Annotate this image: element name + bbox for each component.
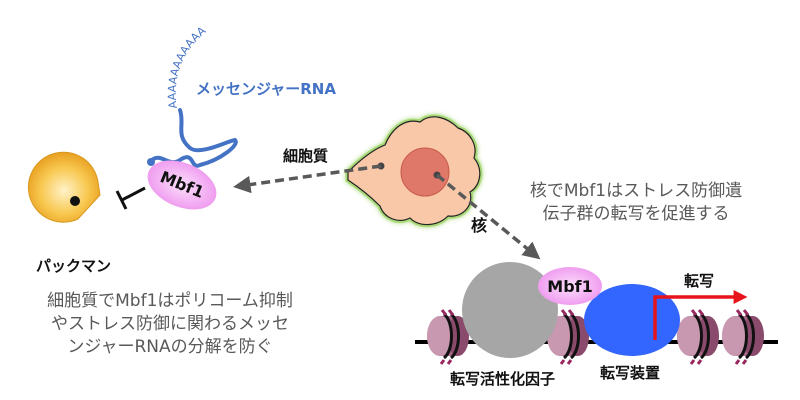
mrna-cap [147,158,155,166]
pacman-label: パックマン [36,257,112,275]
cytoplasm-label: 細胞質 [283,147,329,165]
transcription-machinery [584,284,680,356]
cytoplasm-description-line: やストレス防御に関わるメッセ [51,314,289,334]
arrow-to-cytoplasm [233,164,382,194]
nucleus-description-line: 核でMbf1はストレス防御遺 [529,181,743,201]
transcription-label: 転写 [684,272,715,290]
nucleus-description: 核でMbf1はストレス防御遺 伝子群の転写を促進する [526,180,746,226]
transcription-arrow [653,290,748,340]
pacman-icon [27,151,101,223]
cytoplasm-description-line: 細胞質でMbf1はポリコーム抑制 [47,291,293,311]
mbf1-nucleus-label: Mbf1 [547,277,592,296]
inhibition-bar-icon [115,186,146,210]
activator-label: 転写活性化因子 [450,370,556,388]
nucleus-circle [400,147,450,197]
nucleosome-icon [720,308,766,366]
mrna-label: メッセンジャーRNA [196,80,336,98]
transcription-activator [462,262,558,358]
nucleus-label: 核 [471,216,488,235]
cell-icon [345,114,483,227]
mbf1-nucleus-blob [538,267,602,305]
arrow-to-nucleus [435,173,541,260]
mrna-strand [148,108,238,168]
cytoplasm-description-line: ンジャーRNAの分解を防ぐ [67,337,273,357]
cytoplasm-description: 細胞質でMbf1はポリコーム抑制 やストレス防御に関わるメッセ ンジャーRNAの… [30,290,310,359]
nucleosome-icon [675,308,721,366]
nucleus-description-line: 伝子群の転写を促進する [542,204,730,224]
machinery-label: 転写装置 [600,364,661,382]
mbf1-cytoplasm-blob [147,160,217,210]
